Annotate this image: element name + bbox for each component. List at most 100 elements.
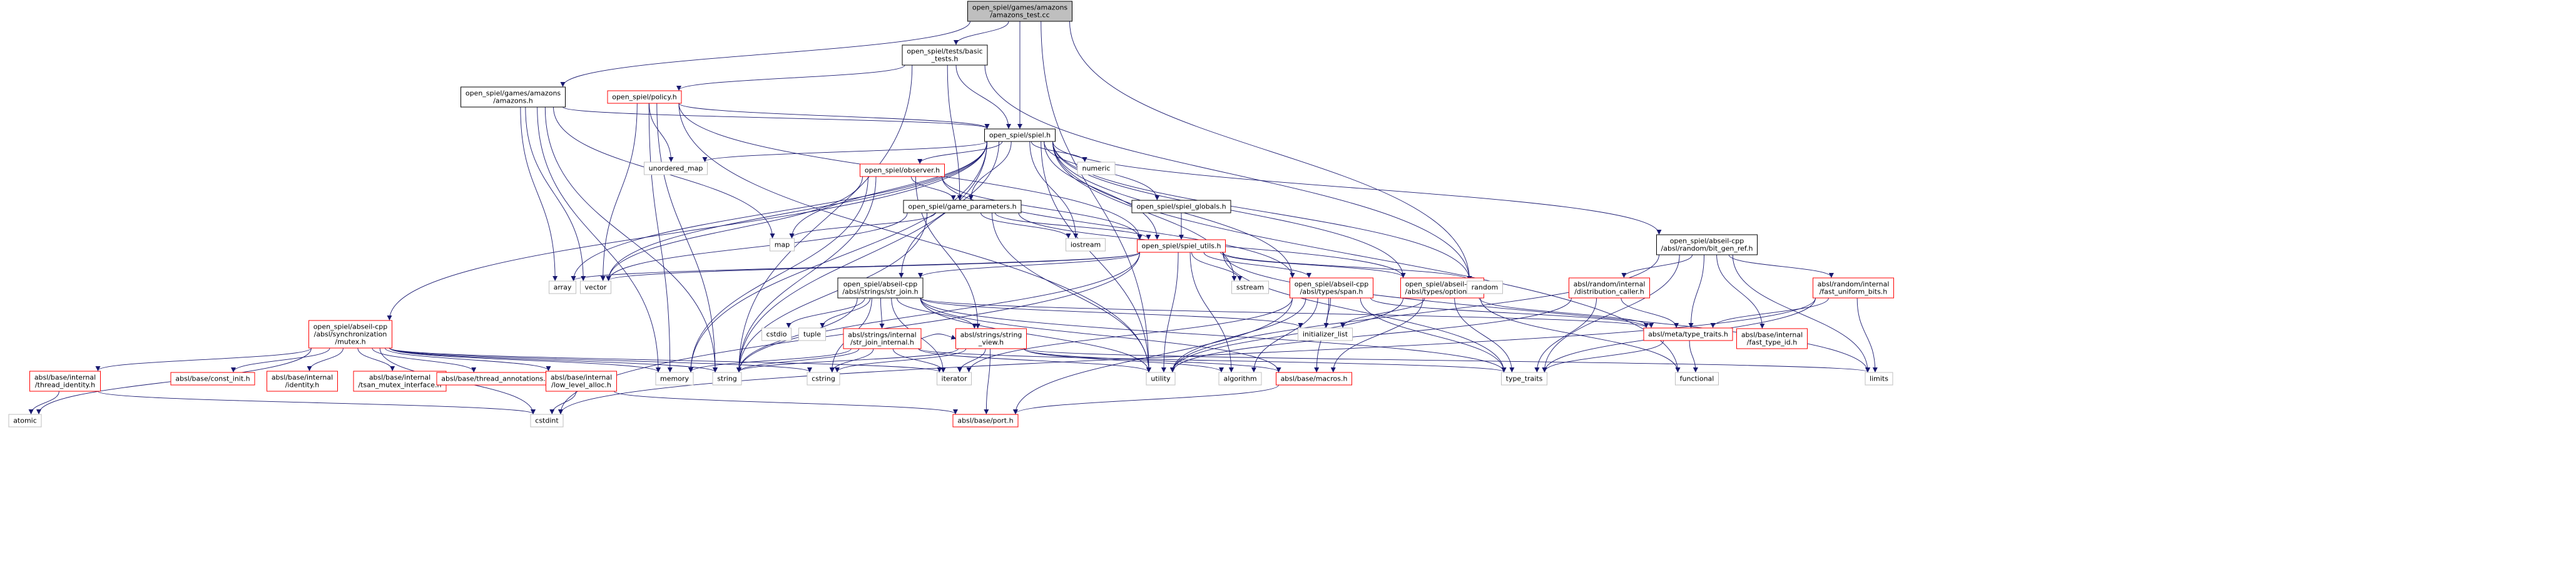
edge-observer-to-span [942,176,1295,278]
edge-span-to-utility [1170,297,1306,372]
node-box [902,44,988,66]
node-sstream[interactable]: sstream [1231,280,1269,294]
edge-span-to-iterator [966,297,1293,372]
edge-basic-tests-to-game-parameters [947,64,962,200]
edge-str-join-to-type-traits [920,297,1507,372]
node-box [1643,327,1733,341]
node-const-init[interactable]: absl/base/const_init.h [170,372,255,386]
node-label: open_spiel/game_parameters.h [908,203,1016,211]
node-label: /amazons_test.cc [990,11,1049,19]
edge-spiel-utils-to-array [571,252,1140,281]
edge-spiel-to-bit-gen-ref [1052,141,1662,235]
node-identity[interactable]: absl/base/internal/identity.h [267,371,338,392]
node-unordered-map[interactable]: unordered_map [644,162,708,175]
node-spiel-utils[interactable]: open_spiel/spiel_utils.h [1137,239,1226,253]
node-iterator[interactable]: iterator [937,372,972,386]
node-thread-identity[interactable]: absl/base/internal/thread_identity.h [29,371,101,392]
node-algorithm[interactable]: algorithm [1218,372,1262,386]
node-box [1467,280,1503,294]
node-label: limits [1870,375,1888,383]
edge-type-traits-h-to-functional [1689,340,1698,372]
node-box [860,163,945,177]
node-label: open_spiel/abseil-cpp [1405,280,1480,289]
node-array[interactable]: array [549,280,576,294]
edge-bit-gen-ref-to-utility [1170,254,1659,372]
node-game-parameters[interactable]: open_spiel/game_parameters.h [903,200,1022,213]
node-map[interactable]: map [770,238,795,252]
node-random[interactable]: random [1467,280,1503,294]
node-label: iostream [1071,241,1101,249]
node-tsan-mutex[interactable]: absl/base/internal/tsan_mutex_interface.… [353,371,447,392]
edge-string-view-to-port [984,348,991,414]
node-label: unordered_map [649,165,703,173]
node-label: absl/base/port.h [957,417,1013,425]
edge-spiel-utils-to-type-traits [1223,252,1507,372]
node-str-join-internal[interactable]: absl/strings/internal/str_join_internal.… [843,328,922,349]
node-box [1146,372,1176,386]
node-box [29,371,101,392]
node-box [1675,372,1719,386]
node-box [607,90,682,104]
node-box [1218,372,1262,386]
node-thread-annotations[interactable]: absl/base/thread_annotations.h [436,372,555,386]
node-initializer-list[interactable]: initializer_list [1298,327,1353,341]
node-label: open_spiel/games/amazons [466,90,561,98]
edge-optional-to-initializer-list [1340,297,1425,328]
edge-string-view-to-string [736,348,959,372]
edge-mutex-to-identity [307,347,344,371]
node-label: /thread_identity.h [35,381,95,389]
edge-spiel-utils-to-string [736,252,1140,372]
node-type-traits[interactable]: type_traits [1501,372,1547,386]
node-vector[interactable]: vector [580,280,611,294]
edge-mutex-to-tsan-mutex [357,347,395,371]
node-string[interactable]: string [712,372,742,386]
node-bit-gen-ref[interactable]: open_spiel/abseil-cpp/absl/random/bit_ge… [1656,234,1758,255]
edge-spiel-utils-to-vector [606,252,1140,281]
node-type-traits-h[interactable]: absl/meta/type_traits.h [1643,327,1733,341]
edge-optional-to-utility [1170,297,1403,372]
node-label: /low_level_alloc.h [551,381,611,389]
node-limits[interactable]: limits [1865,372,1893,386]
node-mutex[interactable]: open_spiel/abseil-cpp/absl/synchronizati… [308,320,392,349]
node-functional[interactable]: functional [1675,372,1719,386]
node-label: vector [585,284,607,292]
node-amazons-test[interactable]: open_spiel/games/amazons/amazons_test.cc [967,1,1072,22]
node-spiel[interactable]: open_spiel/spiel.h [984,128,1056,142]
node-macros[interactable]: absl/base/macros.h [1276,372,1352,386]
node-label: /absl/types/span.h [1300,288,1363,296]
node-iostream[interactable]: iostream [1066,238,1106,252]
node-distribution-caller[interactable]: absl/random/internal/distribution_caller… [1569,277,1650,299]
node-low-level-alloc[interactable]: absl/base/internal/low_level_alloc.h [546,371,617,392]
node-tuple[interactable]: tuple [798,327,826,341]
node-string-view[interactable]: absl/strings/string_view.h [955,328,1027,349]
node-box [1865,372,1893,386]
node-fast-uniform-bits[interactable]: absl/random/internal/fast_uniform_bits.h [1813,277,1894,299]
node-utility[interactable]: utility [1146,372,1176,386]
node-atomic[interactable]: atomic [8,414,42,428]
node-label: array [554,284,572,292]
node-label: absl/base/internal [272,374,333,382]
node-policy[interactable]: open_spiel/policy.h [607,90,682,104]
node-str-join[interactable]: open_spiel/abseil-cpp/absl/strings/str_j… [837,277,924,299]
node-box [903,200,1022,213]
node-numeric[interactable]: numeric [1077,162,1116,175]
node-spiel-globals[interactable]: open_spiel/spiel_globals.h [1131,200,1231,213]
node-label: atomic [13,417,37,425]
node-label: /str_join_internal.h [850,339,914,347]
node-basic-tests[interactable]: open_spiel/tests/basic_tests.h [902,44,988,66]
edge-string-view-to-algorithm [1024,348,1224,372]
node-cstdint[interactable]: cstdint [530,414,564,428]
node-cstdio[interactable]: cstdio [761,327,792,341]
edge-string-view-to-limits [1024,348,1870,372]
node-port[interactable]: absl/base/port.h [952,414,1019,428]
edge-str-join-internal-to-string-view [920,334,957,340]
node-box [8,414,42,428]
node-amazons-h[interactable]: open_spiel/games/amazons/amazons.h [461,86,566,108]
node-observer[interactable]: open_spiel/observer.h [860,163,945,177]
node-span[interactable]: open_spiel/abseil-cpp/absl/types/span.h [1290,277,1373,299]
edge-observer-to-vector [606,176,863,281]
node-fast-type-id[interactable]: absl/base/internal/fast_type_id.h [1736,328,1808,349]
node-cstring[interactable]: cstring [807,372,840,386]
node-memory[interactable]: memory [655,372,694,386]
node-label: /amazons.h [493,97,533,105]
